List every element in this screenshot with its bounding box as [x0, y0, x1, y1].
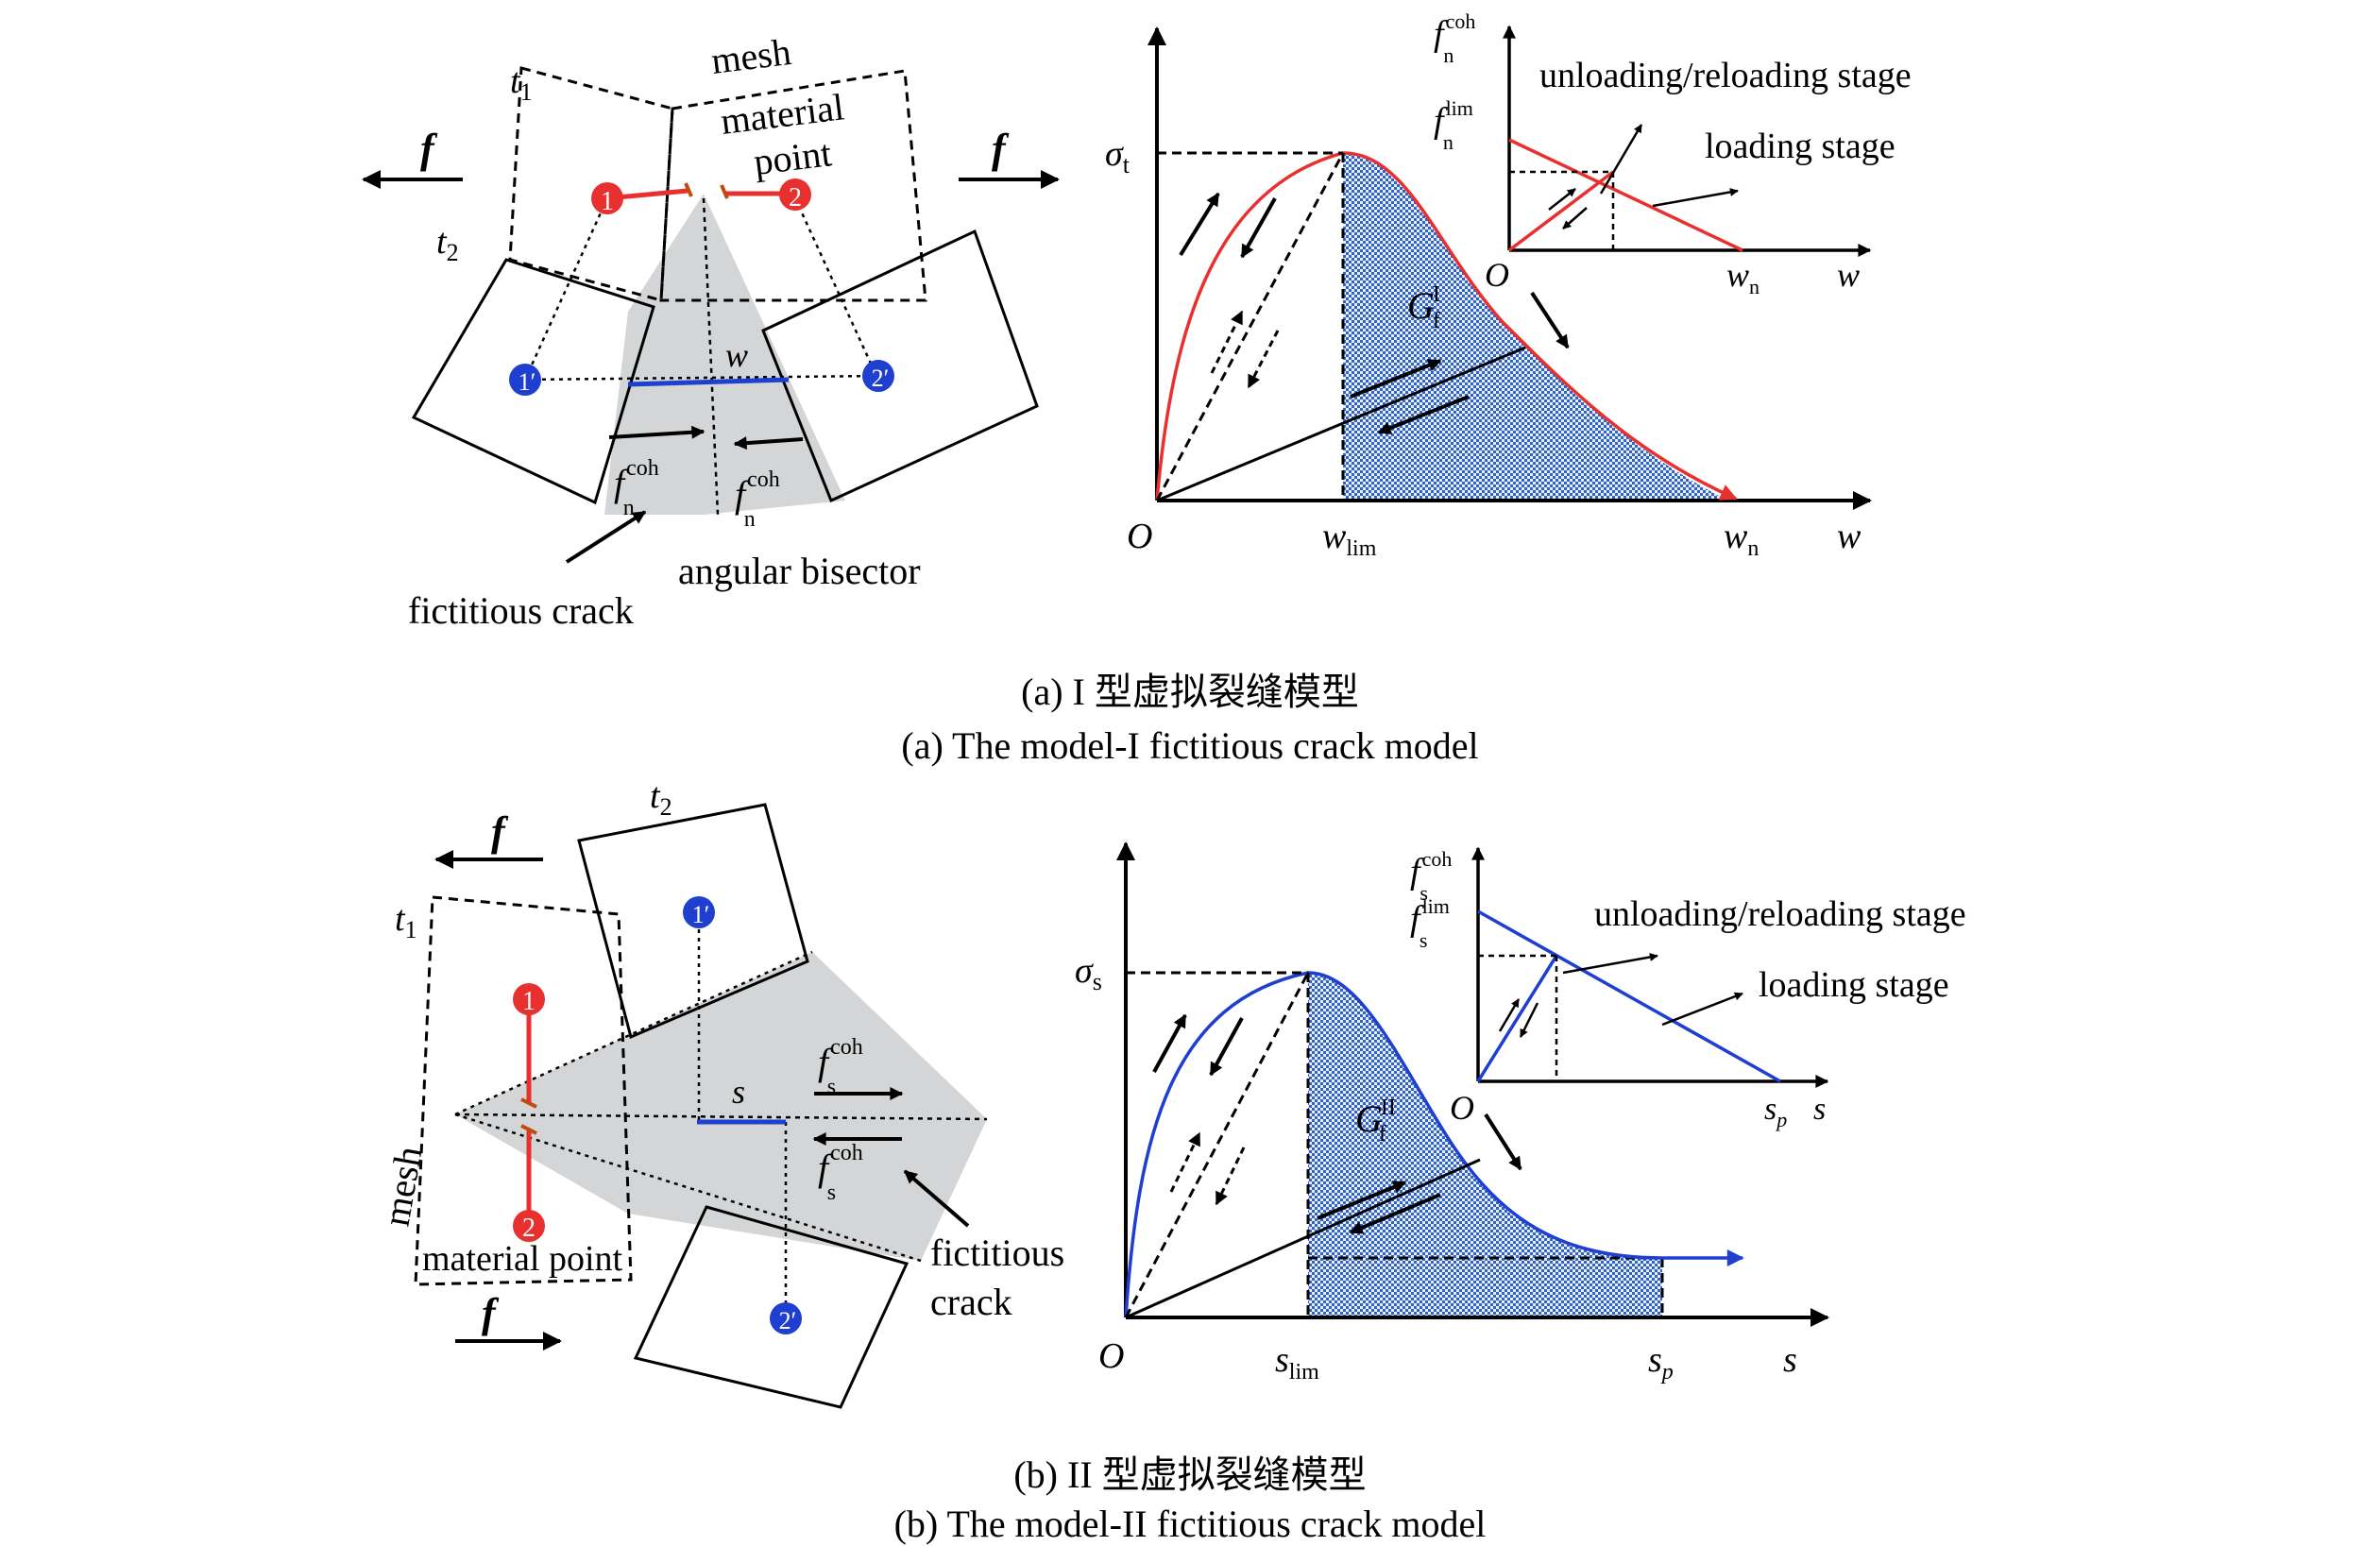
- crack-label-b: crack: [930, 1281, 1012, 1323]
- sigma-s-label: σs: [1075, 951, 1102, 995]
- node-2p: [862, 360, 894, 392]
- node-2p-b: [770, 1302, 802, 1334]
- sigma-t-label: σt: [1105, 134, 1130, 178]
- softening-curve-b: [1124, 971, 1744, 1318]
- node-1p-label: 1′: [518, 368, 536, 396]
- caption-a-en: (a) The model-I fictitious crack model: [901, 724, 1478, 767]
- block-mesh: [659, 69, 927, 302]
- block-t1-b: [414, 895, 633, 1286]
- force-label-left: f: [420, 126, 438, 172]
- inset-b-sp-label: sp: [1764, 1092, 1787, 1131]
- panel-a-schematic: 1 2 1′ 2′ f f t1 t2 mesh material point …: [362, 30, 1060, 632]
- w-lim-label: wlim: [1322, 517, 1377, 561]
- caption-a-cn: (a) I 型虚拟裂缝模型: [1021, 671, 1359, 713]
- inset-b-unloading-label: unloading/reloading stage: [1594, 894, 1966, 934]
- node-2-label: 2: [789, 183, 802, 212]
- block-lower-left: [411, 258, 655, 505]
- fictitious-crack-label: fictitious crack: [408, 589, 634, 632]
- inset-a-unloading-label: unloading/reloading stage: [1539, 56, 1912, 95]
- mesh-label: mesh: [709, 30, 793, 82]
- node-1-b: [513, 983, 545, 1015]
- inset-a-w-axis-label: w: [1837, 256, 1860, 294]
- node-1p-b: [683, 896, 715, 928]
- node-1p: [509, 364, 541, 396]
- node-2p-label: 2′: [872, 365, 890, 392]
- point-label: point: [752, 131, 834, 183]
- s-label-b: s: [732, 1073, 745, 1111]
- inset-b-origin-label: O: [1450, 1089, 1474, 1127]
- caption-b-en: (b) The model-II fictitious crack model: [894, 1503, 1487, 1545]
- fictitious-label-b: fictitious: [930, 1232, 1064, 1274]
- t2-label: t2: [436, 222, 459, 266]
- softening-curve: [1155, 151, 1738, 501]
- angular-bisector-label: angular bisector: [678, 550, 921, 592]
- force-label-top-b: f: [491, 808, 509, 855]
- node-2-b-label: 2: [522, 1214, 536, 1243]
- node-2p-b-label: 2′: [779, 1307, 797, 1334]
- node-1: [591, 182, 623, 214]
- t1-b-label: t1: [395, 899, 417, 943]
- inset-a-loading-label: loading stage: [1705, 127, 1896, 166]
- caption-b-cn: (b) II 型虚拟裂缝模型: [1013, 1453, 1366, 1496]
- block-t1: [508, 66, 674, 302]
- force-label-bottom-b: f: [482, 1290, 500, 1336]
- crack-opening-w: [627, 377, 790, 387]
- crack-shaded-region-b: [455, 952, 987, 1261]
- inset-b-s-axis-label: s: [1813, 1092, 1826, 1127]
- block-lower-right: [761, 229, 1039, 503]
- node-2: [779, 178, 811, 211]
- force-label-right: f: [992, 126, 1010, 172]
- inset-a-wn-label: wn: [1726, 256, 1760, 298]
- node-1-label: 1: [601, 187, 614, 216]
- softening-area-GfII: [1308, 973, 1662, 1317]
- w-axis-label: w: [1837, 517, 1862, 556]
- node-1p-b-label: 1′: [692, 901, 710, 928]
- origin-label-b: O: [1098, 1336, 1124, 1376]
- node-2-b: [513, 1210, 545, 1242]
- node-1-b-label: 1: [522, 987, 536, 1016]
- block-t2-b: [577, 803, 809, 1040]
- t2-b-label: t2: [650, 776, 672, 821]
- origin-label: O: [1127, 517, 1152, 556]
- inset-b-loading-label: loading stage: [1759, 965, 1949, 1005]
- mesh-label-b: mesh: [375, 1144, 431, 1230]
- s-lim-label: slim: [1275, 1340, 1319, 1385]
- inset-a-origin-label: O: [1485, 256, 1509, 294]
- block-lower-b: [633, 1205, 910, 1409]
- s-p-label: sp: [1648, 1340, 1674, 1385]
- softening-area-GfI: [1343, 153, 1728, 501]
- w-n-label: wn: [1724, 517, 1759, 561]
- w-label: w: [725, 336, 748, 374]
- s-axis-label: s: [1783, 1340, 1797, 1380]
- material-point-label-b: material point: [422, 1239, 623, 1279]
- t1-label: t1: [510, 61, 533, 106]
